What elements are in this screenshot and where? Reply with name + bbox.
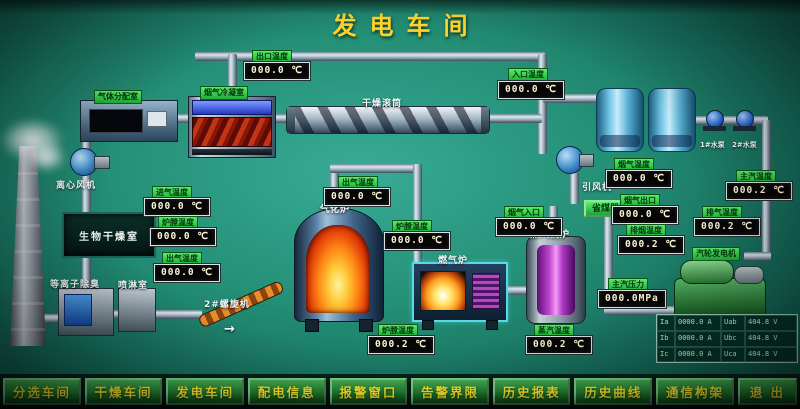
menu-comm-structure[interactable]: 通信构架 <box>656 378 734 405</box>
condenser-base <box>192 149 272 155</box>
gas-furnace-label: 燃气炉 <box>438 256 469 266</box>
dryer-outlet-temp-value: 000.0 ℃ <box>154 264 220 282</box>
exhaust-steam-temp-value: 000.2 ℃ <box>694 218 760 236</box>
dryer-inlet-temp-value: 000.0 ℃ <box>144 198 210 216</box>
pump-base <box>703 126 726 131</box>
furnace-hearth-temp-value: 000.2 ℃ <box>368 336 434 354</box>
menu-alarm-limits[interactable]: 告警界限 <box>411 378 489 405</box>
panel-window <box>147 111 167 127</box>
drying-drum-label: 干燥滚筒 <box>362 99 403 109</box>
spray-room-cabinet <box>118 288 156 332</box>
menu-power-workshop[interactable]: 发电车间 <box>166 378 244 405</box>
furnace-flame <box>420 271 466 311</box>
gen-param-cell: 0000.0 A <box>675 330 721 347</box>
centrifugal-fan-label: 离心风机 <box>56 181 97 191</box>
dryer-hearth-temp-value: 000.0 ℃ <box>150 228 216 246</box>
smoke-plume <box>26 142 66 172</box>
gen-param-cell: Uca <box>721 346 745 363</box>
menu-alarm-window[interactable]: 报警窗口 <box>329 378 408 405</box>
menu-history-report[interactable]: 历史报表 <box>492 378 571 405</box>
drum-cap <box>481 107 489 133</box>
gasifier-outlet-temp-value: 000.0 ℃ <box>324 188 390 206</box>
main-steam-pressure-value: 000.0MPa <box>598 290 666 308</box>
main-steam-temp-value: 000.2 ℃ <box>726 182 792 200</box>
gen-param-cell: 404.8 V <box>745 330 797 347</box>
generator-exciter <box>734 266 764 284</box>
drying-drum <box>286 106 490 134</box>
boiler-flue-inlet-value: 000.0 ℃ <box>496 218 562 236</box>
furnace-plasma <box>472 273 500 309</box>
econ-flue-outlet-value: 000.0 ℃ <box>612 206 678 224</box>
spray-room-label: 喷淋室 <box>118 281 149 291</box>
econ-flue-temp-value: 000.0 ℃ <box>606 170 672 188</box>
menu-sorting-workshop[interactable]: 分选车间 <box>3 378 81 405</box>
pump-1-label: 1#水泵 <box>700 141 725 149</box>
gasifier-hearth-temp-value: 000.0 ℃ <box>384 232 450 250</box>
gasifier-leg <box>305 319 319 332</box>
menu-history-curve[interactable]: 历史曲线 <box>574 378 653 405</box>
condenser-melt <box>192 117 272 147</box>
cabinet-screen <box>64 294 92 326</box>
steam-boiler <box>526 236 586 324</box>
inlet-temp-top-value: 000.0 ℃ <box>498 81 564 99</box>
boiler-steam-temp-value: 000.2 ℃ <box>526 336 592 354</box>
control-panel <box>89 109 143 133</box>
gen-param-cell: Ic <box>657 346 675 363</box>
tank-band <box>652 135 692 147</box>
pump-base <box>733 126 756 131</box>
menu-power-distribution[interactable]: 配电信息 <box>247 378 326 405</box>
gen-param-cell: Ubc <box>721 330 745 347</box>
gas-distribution-label: 气体分配室 <box>94 90 142 104</box>
plasma-deodor-label: 等离子除臭 <box>50 280 101 290</box>
drum-cap <box>287 107 295 133</box>
flue-condenser-label: 烟气冷凝室 <box>200 86 248 100</box>
gen-param-cell: 404.8 V <box>745 346 797 363</box>
menu-exit[interactable]: 退 出 <box>737 378 797 405</box>
gen-param-cell: Uab <box>721 315 745 331</box>
bottom-menu-bar: 分选车间 干燥车间 发电车间 配电信息 报警窗口 告警界限 历史报表 历史曲线 … <box>0 374 800 409</box>
gen-param-cell: 404.8 V <box>745 315 797 331</box>
gen-param-cell: 0000.0 A <box>675 346 721 363</box>
gen-param-cell: Ia <box>657 315 675 331</box>
inlet-temp-top-label: 入口温度 <box>508 68 548 82</box>
water-tank-1 <box>596 88 644 152</box>
menu-drying-workshop[interactable]: 干燥车间 <box>84 378 163 405</box>
outlet-temp-top-value: 000.0 ℃ <box>244 62 310 80</box>
page-title: 发电车间 <box>332 12 481 40</box>
furnace-leg <box>422 320 434 330</box>
gas-distribution-chamber <box>80 100 178 142</box>
gen-param-cell: 0000.0 A <box>675 315 721 331</box>
fan-motor <box>94 156 110 169</box>
boiler-core <box>537 245 575 315</box>
screw-conveyor-label: 2#螺旋机 <box>204 300 250 310</box>
flue-condenser <box>188 96 276 158</box>
water-tank-2 <box>648 88 696 152</box>
turbine-cylinder <box>680 260 734 284</box>
furnace-leg <box>486 320 498 330</box>
fan-motor <box>579 154 594 167</box>
generator-parameter-table: Ia 0000.0 A Uab 404.8 V Ib 0000.0 A Ubc … <box>656 314 798 364</box>
plasma-deodor-cabinet <box>58 288 114 336</box>
gasifier-flame <box>306 225 370 313</box>
gasifier-leg <box>359 319 373 332</box>
flow-arrow: → <box>224 322 235 337</box>
gasifier <box>294 208 384 332</box>
gas-furnace <box>412 262 508 330</box>
tank-band <box>600 135 640 147</box>
bio-drying-room: 生物干燥室 <box>62 212 156 258</box>
econ-exhaust-temp-value: 000.2 ℃ <box>618 236 684 254</box>
pump-2-label: 2#水泵 <box>732 141 757 149</box>
gen-param-cell: Ib <box>657 330 675 347</box>
turbine-generator-label: 汽轮发电机 <box>692 247 740 261</box>
condenser-top <box>192 100 272 115</box>
